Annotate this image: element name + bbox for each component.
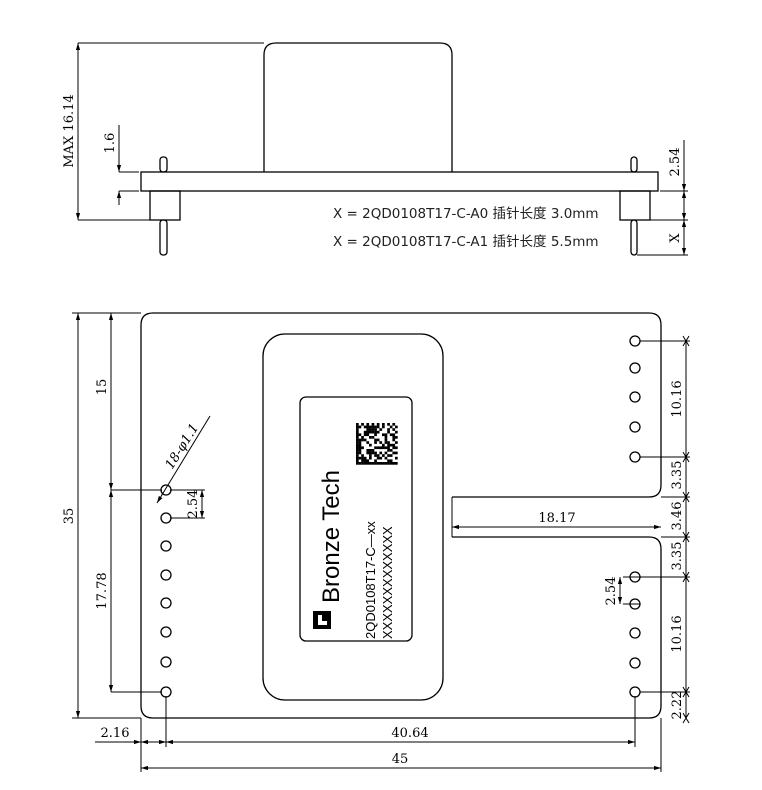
pin-below-dim: X: [668, 233, 683, 243]
left-edge-offset-dim: 2.16: [101, 726, 130, 741]
pin-hole: [629, 451, 641, 463]
right-top-span-dim: 10.16: [670, 380, 685, 417]
brand-name: Bronze Tech: [318, 470, 345, 603]
slot-gap-dim: 3.46: [670, 502, 685, 531]
pin-hole: [629, 627, 641, 639]
pin-hole: [629, 391, 641, 403]
part-number: 2QD0108T17-C—xx: [363, 521, 378, 639]
serial-number: XXXXXXXXXXXXX: [380, 526, 395, 639]
pcb-board: [140, 171, 659, 192]
left-standoff: [149, 190, 181, 221]
hole-callout: 18-φ1.1: [163, 421, 203, 472]
max-height-dim: MAX 16.14: [62, 94, 77, 167]
pin-hole: [629, 686, 641, 698]
pin-hole: [160, 656, 172, 668]
left-pin-top: [159, 156, 168, 173]
pin-hole: [160, 597, 172, 609]
datamatrix-code-icon: [356, 423, 398, 465]
right-standoff: [619, 190, 651, 221]
bottom-edge-dim: 2.22: [670, 691, 685, 720]
note-a0: X = 2QD0108T17-C-A0 插针长度 3.0mm: [333, 206, 599, 222]
pcb-thickness-dim: 1.6: [103, 133, 118, 154]
pin-hole: [629, 335, 641, 347]
side-view: MAX 16.14 1.6 2.54 X X = 2QD0108T17-C-A0…: [62, 42, 688, 256]
left-pitch-dim: 2.54: [186, 490, 201, 519]
component-outline: [262, 333, 444, 701]
slot-length-dim: 18.17: [538, 511, 575, 526]
pin-hole: [160, 569, 172, 581]
overall-width-dim: 45: [392, 752, 409, 767]
pin-hole: [160, 512, 172, 524]
brand-logo-icon: [313, 611, 331, 629]
pin-row-spacing-dim: 40.64: [391, 726, 428, 741]
note-a1: X = 2QD0108T17-C-A1 插针长度 5.5mm: [333, 234, 599, 250]
pin-hole: [629, 657, 641, 669]
overall-height-dim: 35: [62, 508, 77, 525]
right-pin-top: [630, 156, 638, 173]
pin-hole: [160, 540, 172, 552]
right-bottom-edge-dim: 3.35: [670, 542, 685, 571]
top-view: Bronze Tech 2QD0108T17-C—xx XXXXXXXXXXXX…: [62, 312, 690, 772]
pin-hole: [160, 686, 172, 698]
first-pin-offset-dim: 15: [95, 379, 110, 396]
right-bottom-span-dim: 10.16: [670, 615, 685, 652]
right-pitch-dim: 2.54: [604, 577, 619, 606]
pin-above-dim: 2.54: [668, 148, 683, 177]
pin-hole: [160, 626, 172, 638]
board-outline: [140, 312, 662, 719]
left-pin-bottom: [159, 219, 168, 256]
pin-hole: [629, 362, 641, 374]
right-pin-bottom: [630, 219, 638, 256]
pin-hole: [629, 421, 641, 433]
product-label: [299, 396, 413, 642]
right-top-edge-dim: 3.35: [670, 461, 685, 490]
component-body: [263, 42, 453, 172]
left-pin-span-dim: 17.78: [95, 572, 110, 609]
